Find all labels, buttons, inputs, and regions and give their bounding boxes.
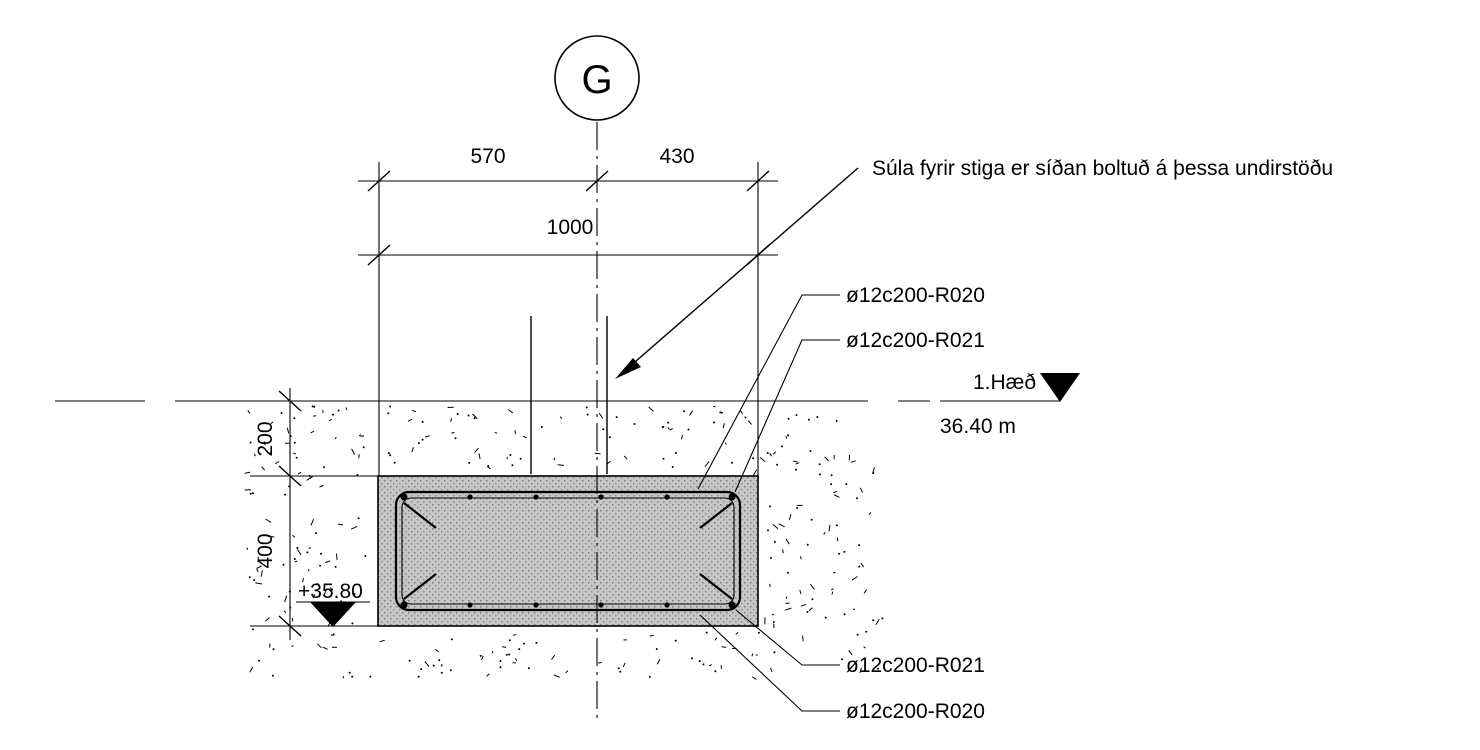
floor-level-name: 1.Hæð	[973, 371, 1036, 394]
stirrup-hooks	[403, 502, 733, 600]
dim-left: 570	[470, 145, 505, 168]
footing-level-triangle	[310, 602, 356, 627]
rebar-stirrup	[394, 490, 742, 612]
vertical-dimension	[278, 388, 302, 640]
dim-soil-cover: 200	[254, 421, 277, 456]
grid-bubble: G	[554, 35, 640, 121]
rebar-label-bottom-inner: ø12c200-R021	[846, 654, 985, 677]
rebar-label-bottom-outer: ø12c200-R020	[846, 700, 985, 723]
note-text: Súla fyrir stiga er síðan boltuð á þessa…	[872, 157, 1333, 180]
concrete-footing	[377, 475, 759, 627]
dim-right: 430	[659, 145, 694, 168]
column-plates	[530, 316, 608, 474]
rebar-label-top-inner: ø12c200-R021	[846, 329, 985, 352]
rebar-label-top-outer: ø12c200-R020	[846, 284, 985, 307]
dimension-lines	[358, 170, 778, 266]
dim-total: 1000	[547, 216, 594, 239]
rebar-stirrup-inner	[401, 497, 735, 605]
rebar-leaders	[697, 294, 840, 712]
floor-level-elevation: 36.40 m	[940, 415, 1016, 438]
note-leader	[615, 167, 859, 379]
soil-hatch	[244, 405, 884, 680]
floor-level-triangle	[1040, 373, 1080, 402]
dim-footing-height: 400	[254, 533, 277, 568]
rebar-bars	[400, 493, 736, 609]
extension-lines	[250, 162, 759, 627]
grid-label: G	[581, 58, 612, 102]
footing-level-elevation: +35.80	[298, 580, 363, 603]
